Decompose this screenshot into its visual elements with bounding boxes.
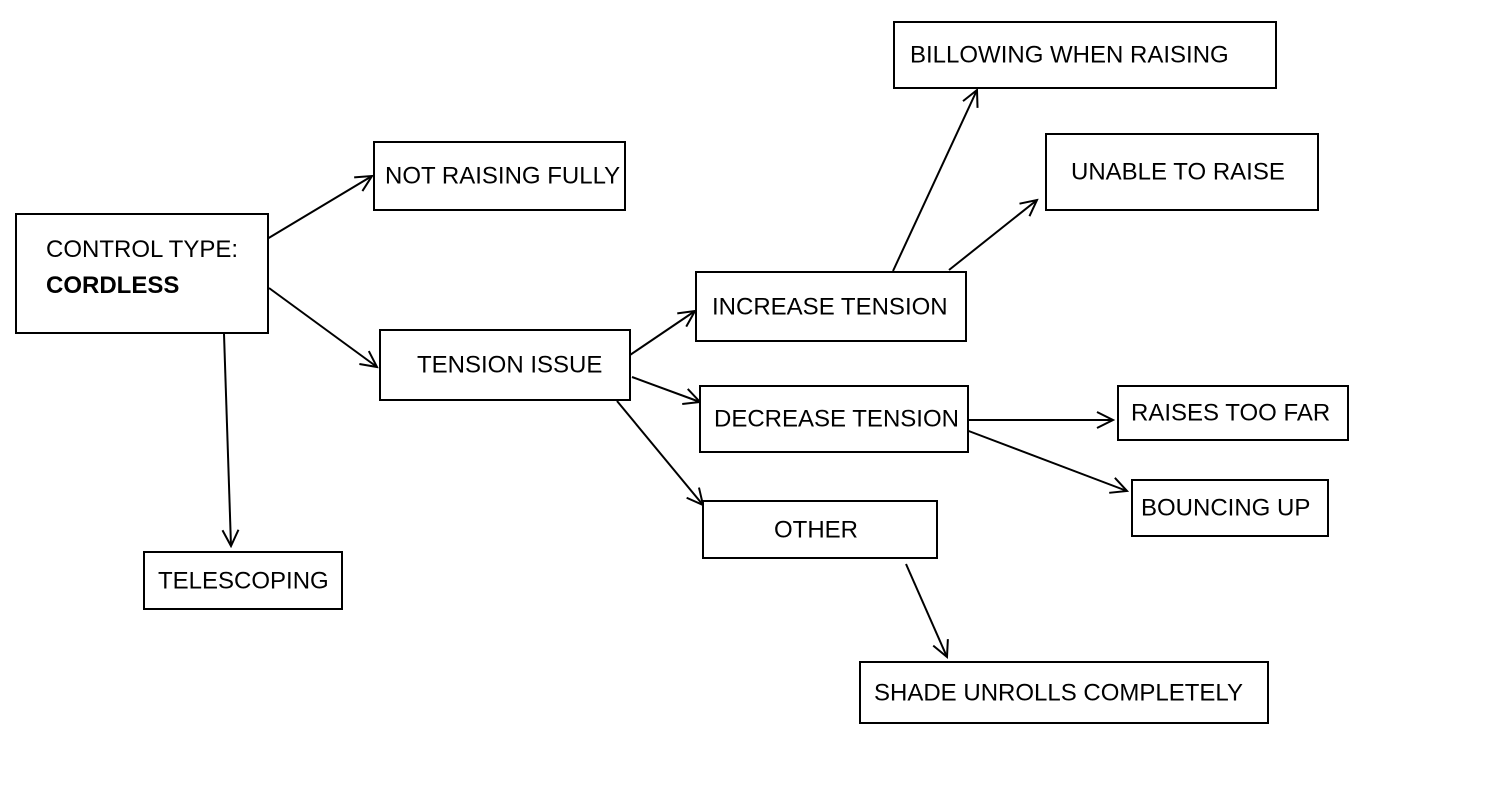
edge-other-to-shade-unrolls: [905, 563, 947, 657]
edge-root-to-telescoping: [224, 333, 231, 546]
edge-tension-issue-to-other: [616, 400, 703, 505]
node-decrease-tension-label: DECREASE TENSION: [714, 405, 959, 433]
node-shade-unrolls-completely-label: SHADE UNROLLS COMPLETELY: [874, 678, 1243, 706]
node-other-label: OTHER: [774, 515, 858, 543]
node-telescoping-label: TELESCOPING: [158, 566, 329, 594]
node-increase-tension: INCREASE TENSION: [695, 271, 967, 342]
node-bouncing-up-label: BOUNCING UP: [1141, 494, 1311, 522]
node-telescoping: TELESCOPING: [143, 551, 343, 610]
control-type-heading: CONTROL TYPE:: [46, 236, 239, 263]
node-raises-too-far: RAISES TOO FAR: [1117, 385, 1349, 441]
node-unable-to-raise: UNABLE TO RAISE: [1045, 133, 1319, 211]
edge-root-to-not-raising-fully: [266, 176, 372, 240]
node-control-type-cordless-label: CONTROL TYPE: CORDLESS: [46, 232, 238, 304]
edge-tension-issue-to-decrease-tension: [631, 376, 700, 402]
node-not-raising-fully: NOT RAISING FULLY: [373, 141, 626, 211]
node-bouncing-up: BOUNCING UP: [1131, 479, 1329, 537]
node-increase-tension-label: INCREASE TENSION: [712, 292, 948, 320]
node-tension-issue-label: TENSION ISSUE: [417, 351, 603, 379]
node-not-raising-fully-label: NOT RAISING FULLY: [385, 162, 621, 190]
control-type-value: CORDLESS: [46, 272, 180, 299]
node-other: OTHER: [702, 500, 938, 559]
node-raises-too-far-label: RAISES TOO FAR: [1131, 399, 1331, 427]
edge-decrease-tension-to-bouncing-up: [965, 429, 1127, 491]
node-billowing-when-raising: BILLOWING WHEN RAISING: [893, 21, 1277, 89]
edge-root-to-tension-issue: [268, 287, 377, 367]
node-unable-to-raise-label: UNABLE TO RAISE: [1071, 158, 1285, 186]
node-decrease-tension: DECREASE TENSION: [699, 385, 969, 453]
node-tension-issue: TENSION ISSUE: [379, 329, 631, 401]
edge-increase-tension-to-unable-to-raise: [948, 200, 1037, 271]
node-control-type-cordless: CONTROL TYPE: CORDLESS: [15, 213, 269, 334]
node-billowing-when-raising-label: BILLOWING WHEN RAISING: [910, 41, 1229, 69]
node-shade-unrolls-completely: SHADE UNROLLS COMPLETELY: [859, 661, 1269, 724]
edge-tension-issue-to-increase-tension: [629, 311, 695, 356]
edge-increase-tension-to-billowing: [892, 90, 977, 272]
